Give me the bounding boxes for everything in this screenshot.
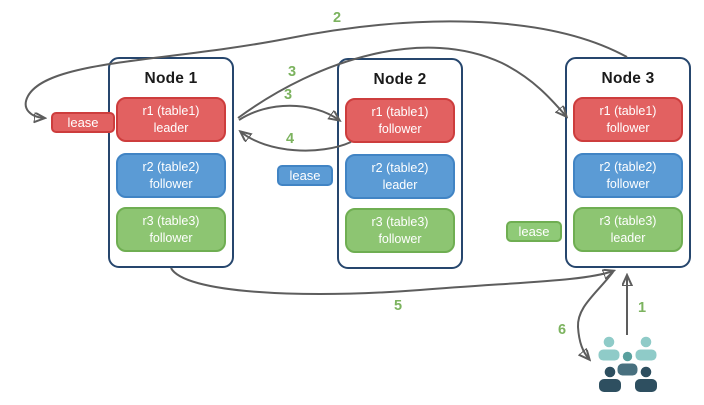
- step-label-6: 6: [557, 322, 567, 338]
- replica-chip: r3 (table3) follower: [116, 207, 226, 252]
- replica-name: r3 (table3): [599, 214, 657, 229]
- replica-chip: r1 (table1) leader: [116, 97, 226, 142]
- lease-badge-green: lease: [506, 221, 562, 242]
- replica-name: r3 (table3): [371, 215, 429, 230]
- replica-name: r2 (table2): [142, 160, 200, 175]
- replica-role: follower: [378, 121, 422, 136]
- replica-name: r2 (table2): [599, 160, 657, 175]
- replica-chip: r3 (table3) follower: [345, 208, 455, 253]
- step-label-1: 1: [637, 300, 647, 316]
- replica-chip: r3 (table3) leader: [573, 207, 683, 252]
- replica-chip: r2 (table2) leader: [345, 154, 455, 199]
- replica-chip: r1 (table1) follower: [573, 97, 683, 142]
- replica-role: follower: [149, 230, 193, 245]
- replica-chip: r2 (table2) follower: [116, 153, 226, 198]
- step-label-2: 2: [332, 10, 342, 26]
- replica-role: follower: [606, 120, 650, 135]
- replica-role: leader: [382, 177, 418, 192]
- replica-name: r1 (table1): [142, 104, 200, 119]
- arrow-step3-node1-to-node2: [238, 104, 339, 120]
- replica-role: follower: [606, 176, 650, 191]
- node-box-1: Node 1 r1 (table1) leader r2 (table2) fo…: [108, 57, 234, 268]
- step-label-3a: 3: [287, 64, 297, 80]
- replica-name: r3 (table3): [142, 214, 200, 229]
- replica-role: leader: [153, 120, 189, 135]
- replica-name: r1 (table1): [599, 104, 657, 119]
- lease-badge-red: lease: [51, 112, 115, 133]
- node-title: Node 1: [144, 70, 198, 87]
- lease-badge-blue: lease: [277, 165, 333, 186]
- users-group-icon: [598, 336, 657, 392]
- replica-chip: r1 (table1) follower: [345, 98, 455, 143]
- node-title: Node 2: [373, 71, 427, 88]
- step-label-5: 5: [393, 298, 403, 314]
- node-box-3: Node 3 r1 (table1) follower r2 (table2) …: [565, 57, 691, 268]
- replica-role: follower: [378, 231, 422, 246]
- replica-role: follower: [149, 176, 193, 191]
- replica-name: r1 (table1): [371, 105, 429, 120]
- step-label-4: 4: [285, 131, 295, 147]
- replica-name: r2 (table2): [371, 161, 429, 176]
- replica-role: leader: [610, 230, 646, 245]
- step-label-3b: 3: [283, 87, 293, 103]
- replica-chip: r2 (table2) follower: [573, 153, 683, 198]
- arrow-step5-node1-to-node3: [170, 267, 613, 295]
- arrow-step4-node2-to-node1: [241, 132, 352, 152]
- node-title: Node 3: [601, 70, 655, 87]
- node-box-2: Node 2 r1 (table1) follower r2 (table2) …: [337, 58, 463, 269]
